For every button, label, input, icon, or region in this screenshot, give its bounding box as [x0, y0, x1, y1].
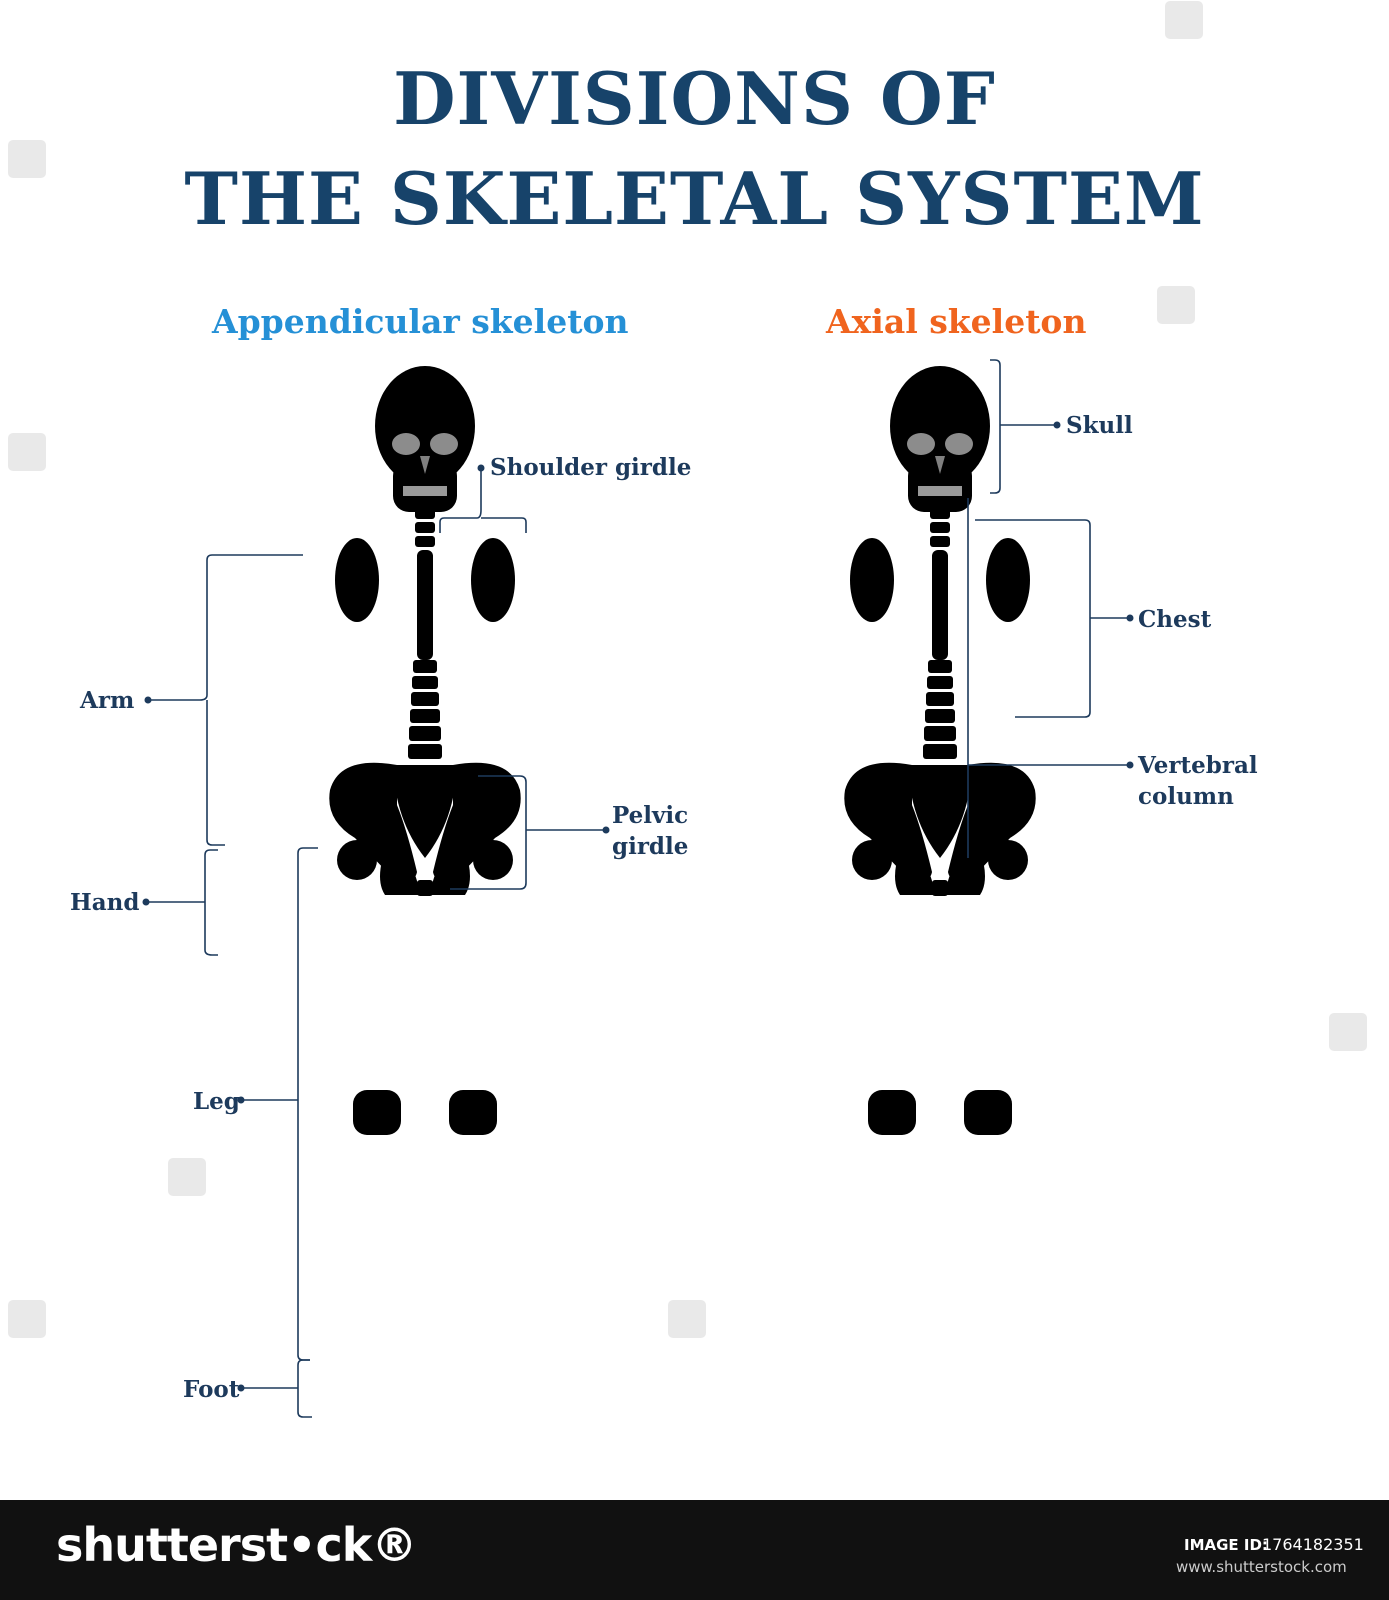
axial-heading: Axial skeleton: [826, 302, 1087, 341]
image-id-label: IMAGE ID:: [1184, 1536, 1268, 1554]
watermark-icon: [8, 1300, 46, 1338]
watermark-icon: [1165, 1, 1203, 39]
label-leg: Leg: [193, 1088, 240, 1115]
image-id-value: 1764182351: [1262, 1535, 1364, 1554]
watermark-icon: [1157, 286, 1195, 324]
label-arm: Arm: [80, 687, 135, 714]
watermark-icon: [168, 1158, 206, 1196]
label-shoulder-girdle: Shoulder girdle: [490, 454, 692, 481]
label-chest: Chest: [1138, 606, 1212, 633]
axial-brackets: [967, 359, 1128, 858]
watermark-icon: [668, 1300, 706, 1338]
label-vertebral-line2: column: [1138, 783, 1234, 810]
appendicular-brackets: [148, 470, 604, 1418]
skeleton-diagram: .app .skull, .app .sternum, .app .spine …: [142, 359, 1134, 1422]
page-title-line1: DIVISIONS OF: [393, 56, 996, 141]
site-url: www.shutterstock.com: [1176, 1558, 1347, 1576]
label-hand: Hand: [70, 889, 140, 916]
label-skull: Skull: [1066, 412, 1133, 439]
brand-logo: shutterst•ck®: [56, 1518, 417, 1572]
label-pelvic-line2: girdle: [612, 833, 689, 860]
axial-label-dots: [1053, 421, 1134, 769]
watermark-icon: [1329, 1013, 1367, 1051]
appendicular-heading: Appendicular skeleton: [212, 302, 629, 341]
watermark-icon: [8, 140, 46, 178]
label-pelvic-line1: Pelvic: [612, 802, 689, 829]
page-title-line2: THE SKELETAL SYSTEM: [184, 156, 1205, 241]
axial-skeleton: [756, 366, 1124, 1422]
label-vertebral-line1: Vertebral: [1138, 752, 1258, 779]
appendicular-label-dots: [142, 464, 610, 1392]
appendicular-skeleton: [241, 366, 609, 1422]
label-foot: Foot: [183, 1376, 240, 1403]
watermark-icon: [8, 433, 46, 471]
footer-bar: shutterst•ck® IMAGE ID: 1764182351 www.s…: [0, 1500, 1389, 1600]
